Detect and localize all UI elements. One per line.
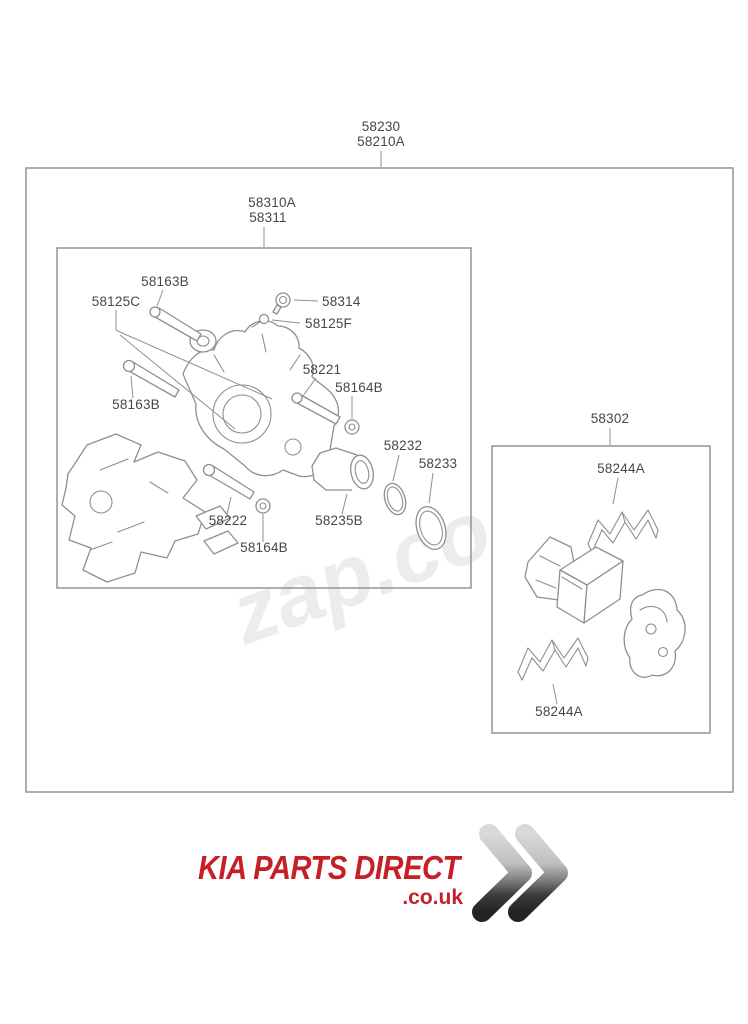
pad-kit-outline-box <box>491 445 711 734</box>
piston-boot-drawing <box>415 505 447 551</box>
leader-line-58222 <box>226 496 232 515</box>
leader-line-58163b-top <box>156 289 164 307</box>
part-label-58164b-upper: 58164B <box>335 380 383 395</box>
part-label-58244a-top: 58244A <box>597 461 645 476</box>
part-label-58210a: 58210A <box>357 134 405 149</box>
piston-seal-drawing <box>383 482 407 516</box>
caliper-body-drawing <box>182 320 340 478</box>
piston-drawing <box>311 447 374 491</box>
part-label-58222: 58222 <box>209 513 248 528</box>
part-label-58125f: 58125F <box>305 316 352 331</box>
caliper-outline-box <box>56 247 472 589</box>
lock-bolt-drawing <box>291 392 341 425</box>
leader-line-58232 <box>392 454 400 482</box>
washer-lower-drawing <box>255 498 271 514</box>
leader-line-58125c-branches <box>119 331 273 430</box>
guide-bolt-left-drawing <box>122 359 180 398</box>
brake-pad-drawing <box>556 546 624 624</box>
leader-line-58244a-bottom <box>552 683 558 705</box>
part-label-58163b-top: 58163B <box>141 274 189 289</box>
leader-line-58221 <box>302 377 317 397</box>
leader-line-58163b-left <box>130 375 134 399</box>
chevron-right-icon <box>472 824 532 922</box>
part-label-58311: 58311 <box>249 210 287 225</box>
part-label-58164b-lower: 58164B <box>240 540 288 555</box>
leader-line-58125f <box>271 319 301 324</box>
part-label-58230: 58230 <box>362 119 401 134</box>
bleeder-screw-drawing <box>272 292 291 315</box>
part-label-58302: 58302 <box>591 411 630 426</box>
leader-line-58235b <box>341 493 348 515</box>
leader-line-58125c <box>115 310 121 333</box>
carrier-bracket-drawing <box>61 433 239 583</box>
leader-line-58314 <box>293 299 319 302</box>
pad-spring-clip-bottom-drawing <box>517 637 589 681</box>
cap-screw-drawing <box>251 313 270 328</box>
part-label-58244a-bottom: 58244A <box>535 704 583 719</box>
part-label-58314: 58314 <box>322 294 361 309</box>
part-label-58235b: 58235B <box>315 513 363 528</box>
backing-plate-drawing <box>623 589 686 678</box>
guide-bolt-top-drawing <box>149 306 202 342</box>
logo-title-text: KIA PARTS DIRECT <box>198 849 463 886</box>
part-label-58221: 58221 <box>303 362 342 377</box>
assembly-outline-box <box>25 167 734 793</box>
leader-line-58233 <box>428 472 434 504</box>
logo-domain-text: .co.uk <box>402 886 463 909</box>
part-label-58233: 58233 <box>419 456 458 471</box>
chevron-right-icon <box>508 824 568 922</box>
part-label-58232: 58232 <box>384 438 423 453</box>
part-label-58163b-left: 58163B <box>112 397 160 412</box>
guide-bolt-lower-drawing <box>202 463 255 500</box>
part-label-58125c: 58125C <box>92 294 141 309</box>
washer-upper-drawing <box>344 419 360 435</box>
logo-chevrons-icon <box>472 824 568 922</box>
kia-parts-direct-logo: KIA PARTS DIRECT .co.uk <box>198 824 568 922</box>
part-label-58310a: 58310A <box>248 195 296 210</box>
pad-spring-clip-top-drawing <box>587 509 659 553</box>
leader-line-58244a-top <box>612 477 619 505</box>
